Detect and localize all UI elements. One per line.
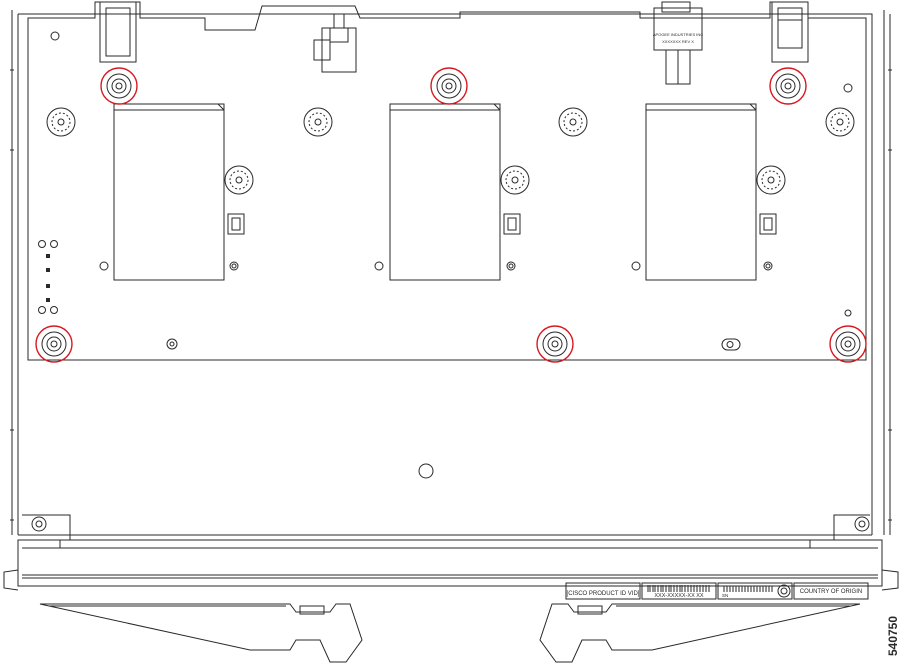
highlighted-screw-6 [829,325,867,363]
highlighted-screw-3 [769,67,807,105]
left-side-rail [10,10,19,535]
module-right [645,103,757,281]
barcode [647,585,773,592]
module-left-jack [227,213,245,235]
ribbon-connector [653,1,703,85]
connector-label-line1: APOGEE INDUSTRIES INC [653,32,703,37]
right-side-rail [883,10,892,535]
bottom-left-bracket [22,514,71,540]
standoff-5 [224,165,254,195]
standoff-1 [46,107,76,137]
front-bezel [3,539,899,591]
module-center [389,103,501,281]
highlighted-screw-1 [100,67,138,105]
bottom-right-bracket [833,514,870,540]
highlighted-screw-5 [536,325,574,363]
standoff-2 [303,107,333,137]
led-indicators [38,240,58,314]
top-latch-right [771,1,809,63]
cover-plate [27,1,867,361]
label-strip [565,582,869,600]
module-center-jack [503,213,521,235]
ejector-handle-right [539,603,861,663]
standoff-6 [500,165,530,195]
label-country: COUNTRY OF ORIGIN [800,589,862,595]
standoff-3 [558,107,588,137]
oval-slot [721,338,741,351]
ejector-handle-left [39,603,363,663]
mounting-holes [50,31,853,479]
highlighted-screw-2 [430,67,468,105]
power-connector [313,14,357,73]
label-part-number: XXX-XXXXX-XX XX [654,593,704,599]
standoff-4 [825,107,855,137]
module-right-jack [759,213,777,235]
label-product-id: [CISCO PRODUCT ID VID] [567,591,640,597]
top-latch-left [99,1,137,63]
highlighted-screw-4 [35,325,73,363]
highlighted-screws [35,67,867,363]
figure-number: 540750 [886,616,900,656]
chassis-outline [18,13,873,536]
label-serial-prefix: SN [722,593,728,598]
module-left [113,103,225,281]
led-dots [46,254,50,302]
standoff-7 [756,165,786,195]
connector-label-line2: XXXXXXX REV X [662,39,694,44]
